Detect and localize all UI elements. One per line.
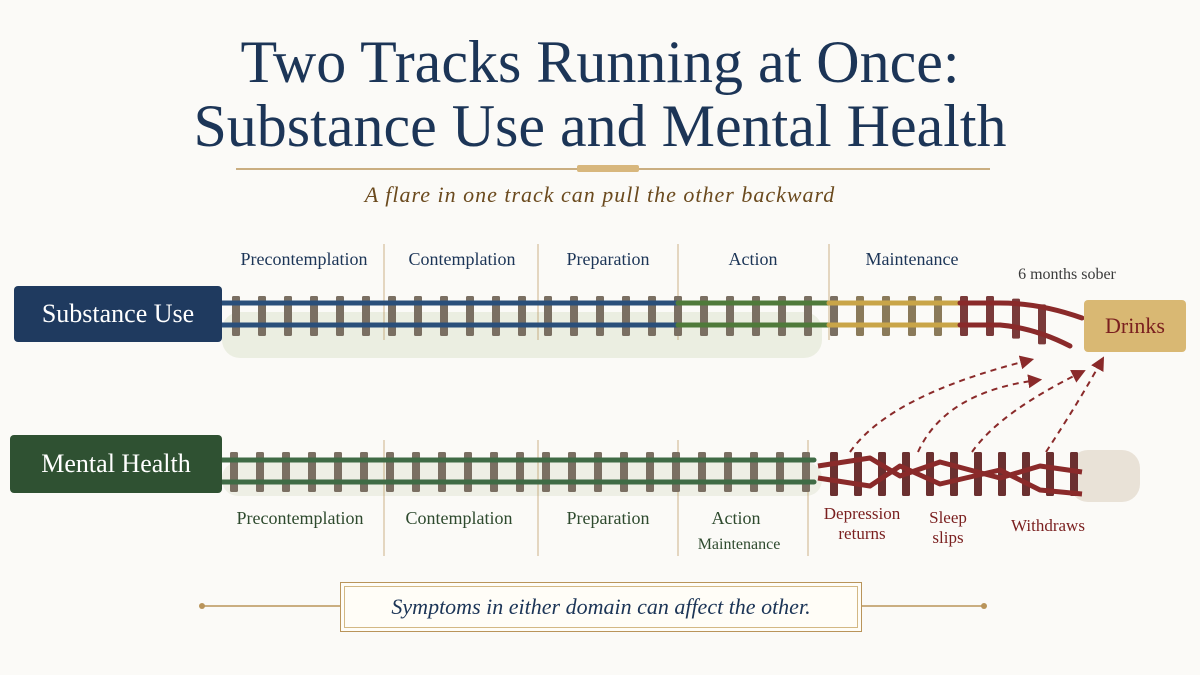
symptom-sleep: Sleep slips [916,508,980,548]
su-tie [1038,304,1046,345]
influence-arrow-2 [971,370,1086,453]
title-line-1: Two Tracks Running at Once: [240,29,960,95]
mh-broken-tie [1046,452,1054,496]
su-stage-contemplation: Contemplation [408,249,516,269]
mh-broken-tie [830,452,838,496]
footer-dot-left [199,603,205,609]
title-line-2: Substance Use and Mental Health [193,93,1007,159]
substance-use-banner: Substance Use [14,286,222,342]
mh-broken-tie [1070,452,1078,496]
influence-arrow-3 [1045,356,1105,453]
su-rail-curve-bottom [997,322,1073,349]
subtitle: A flare in one track can pull the other … [364,182,836,207]
symptom-depression-line2: returns [838,524,886,543]
milestone-label: 6 months sober [1018,266,1116,283]
influence-arrow-0 [849,355,1035,453]
symptom-withdraws: Withdraws [1000,516,1096,536]
su-stage-precontemplation: Precontemplation [240,249,368,269]
mh-broken-tie [950,452,958,496]
drinks-outcome: Drinks [1084,300,1186,352]
footer-dot-right [981,603,987,609]
su-rail-curve-top [997,300,1085,321]
footer-note: Symptoms in either domain can affect the… [340,582,862,632]
mh-stage-precontemplation: Precontemplation [236,508,364,528]
mh-broken-tie [998,452,1006,496]
mh-broken-rail-bottom [817,463,1083,497]
footer-text: Symptoms in either domain can affect the… [391,594,811,619]
mh-stage-action: Action [711,508,761,528]
mh-rubble [1070,450,1140,502]
symptom-depression-line1: Depression [823,504,901,523]
su-stage-action: Action [728,249,778,269]
symptom-sleep-line2: slips [932,528,964,547]
mh-stage-contemplation: Contemplation [405,508,513,528]
mh-broken-rail-top [817,455,1083,481]
su-stage-preparation: Preparation [566,249,650,269]
symptom-withdraws-line1: Withdraws [1011,516,1085,535]
symptom-depression: Depression returns [814,504,910,544]
su-stage-maintenance: Maintenance [865,249,959,269]
mh-broken-tie [1022,452,1030,496]
influence-arrow-1 [917,374,1043,453]
symptom-sleep-line1: Sleep [929,508,967,527]
title-divider-ornament [577,165,639,172]
mental-health-banner: Mental Health [10,435,222,493]
mh-broken-tie [926,452,934,496]
mh-stage-preparation: Preparation [566,508,650,528]
mh-stage-maintenance: Maintenance [697,536,781,553]
